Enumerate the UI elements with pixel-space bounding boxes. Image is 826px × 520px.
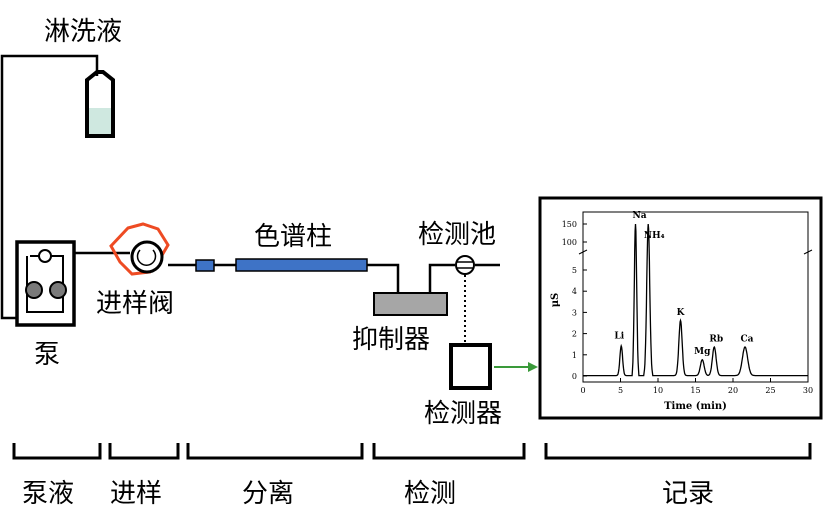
x-tick-label: 0	[580, 386, 585, 395]
axis-break	[803, 249, 813, 255]
peak-label: Na	[632, 211, 646, 221]
stage-bracket	[108, 443, 180, 460]
eluent-label: 淋洗液	[44, 17, 122, 47]
y-tick-label: 3	[572, 308, 577, 317]
x-tick-label: 10	[653, 386, 663, 395]
x-tick-label: 30	[803, 386, 813, 395]
pump	[15, 240, 76, 327]
peak-label: NH₄	[644, 231, 665, 241]
x-tick-label: 5	[618, 386, 623, 395]
stage-bracket	[372, 443, 526, 460]
injector-label: 进样阀	[96, 289, 174, 319]
y-tick-label: 1	[572, 351, 577, 360]
y-tick-label: 150	[562, 220, 577, 229]
y-tick-label: 4	[572, 287, 577, 296]
y-axis-label: μS	[550, 293, 561, 308]
peak-label: Li	[614, 331, 624, 341]
x-tick-label: 25	[765, 386, 775, 395]
peak-label: K	[677, 308, 686, 318]
detection-cell	[455, 255, 475, 275]
stage-label: 检测	[404, 479, 456, 509]
eluent-bottle	[85, 70, 115, 138]
suppressor-label: 抑制器	[352, 325, 430, 355]
injection-valve	[109, 222, 170, 276]
output-arrow	[494, 362, 538, 372]
chromatogram-trace	[583, 223, 808, 377]
y-tick-label: 2	[572, 330, 577, 339]
guard-column	[195, 259, 215, 272]
stage-label: 泵液	[22, 479, 74, 509]
detector	[449, 343, 492, 390]
eluent-liquid	[89, 108, 111, 134]
peak-label: Rb	[709, 334, 723, 344]
column-label: 色谱柱	[254, 222, 332, 252]
stage-bracket	[12, 443, 102, 460]
peak-label: Mg	[694, 347, 711, 357]
y-tick-label: 100	[562, 238, 577, 247]
pump-label: 泵	[34, 340, 60, 370]
stage-bracket	[544, 443, 812, 460]
peak-label: Ca	[741, 334, 754, 344]
cell-label: 检测池	[418, 220, 496, 250]
axis-break	[578, 249, 588, 255]
x-tick-label: 15	[690, 386, 700, 395]
x-tick-label: 20	[728, 386, 738, 395]
stage-label: 进样	[110, 479, 162, 509]
y-tick-label: 5	[572, 266, 577, 275]
tubing	[0, 54, 500, 320]
detector-label: 检测器	[424, 399, 502, 429]
stage-label: 记录	[662, 479, 714, 509]
y-tick-label: 0	[572, 372, 577, 381]
x-axis-label: Time (min)	[664, 401, 727, 412]
stage-brackets: 泵液 进样 分离 检测 记录	[12, 443, 812, 509]
stage-bracket	[186, 443, 364, 460]
stage-label: 分离	[242, 479, 294, 509]
suppressor	[373, 292, 448, 316]
separation-column	[235, 258, 368, 272]
